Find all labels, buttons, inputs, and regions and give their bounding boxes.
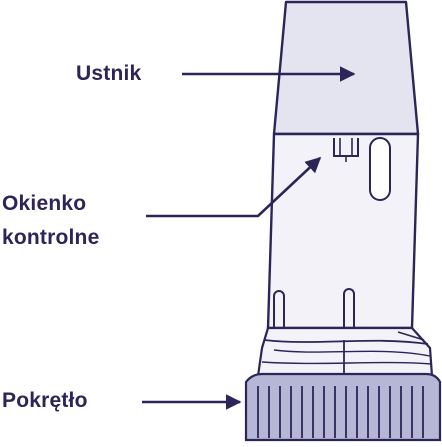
label-mouthpiece: Ustnik xyxy=(76,62,142,85)
label-turning-grip: Pokrętło xyxy=(2,389,88,412)
label-indicator-window-line1: Okienko xyxy=(2,192,87,215)
indicator-window-slot xyxy=(369,137,391,201)
arrow-window xyxy=(146,156,322,218)
body-rail-right xyxy=(343,288,355,330)
mouthpiece-cap xyxy=(272,0,420,136)
turning-grip xyxy=(244,372,442,442)
label-indicator-window-line2: kontrolne xyxy=(2,226,100,249)
body-rail-left xyxy=(273,290,285,330)
grip-ribs xyxy=(257,386,424,438)
label-indicator-window: Okienko kontrolne xyxy=(2,187,99,255)
